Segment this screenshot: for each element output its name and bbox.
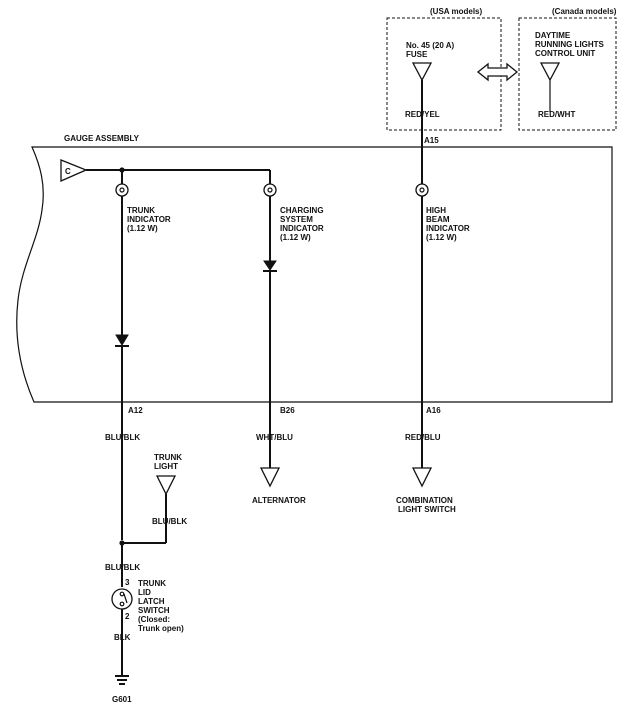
highbeam-indicator-line4: (1.12 W): [426, 233, 457, 242]
canada-wire-color: RED/WHT: [538, 110, 575, 119]
canada-models-header: (Canada models): [552, 7, 617, 16]
pin-b26: B26: [280, 406, 295, 415]
alternator-terminal-icon: [259, 467, 281, 488]
connector-c-icon: [60, 159, 88, 182]
wire-wht-blu: WHT/BLU: [256, 433, 293, 442]
ground-icon: [115, 675, 129, 685]
trunk-light-line1: TRUNK: [154, 453, 182, 462]
charging-indicator-bulb-icon: [263, 183, 277, 197]
combination-switch-line1: COMBINATION: [396, 496, 453, 505]
highbeam-indicator-line1: HIGH: [426, 206, 446, 215]
usa-models-header: (USA models): [430, 7, 482, 16]
charging-indicator-line4: (1.12 W): [280, 233, 311, 242]
wire-blu-blk-trunk-light: BLU/BLK: [152, 517, 187, 526]
trunk-diode-icon: [115, 334, 129, 346]
gauge-assembly-title: GAUGE ASSEMBLY: [64, 134, 140, 143]
drl-unit-line1: DAYTIME: [535, 31, 571, 40]
wire-blk: BLK: [114, 633, 131, 642]
gauge-assembly: GAUGE ASSEMBLY A15 A12 B26 A16: [16, 134, 613, 415]
latch-pin-2: 2: [125, 612, 130, 621]
trunk-indicator-line2: INDICATOR: [127, 215, 171, 224]
fuse-label-line1: No. 45 (20 A): [406, 41, 454, 50]
trunk-indicator-line1: TRUNK: [127, 206, 155, 215]
charging-indicator-line1: CHARGING: [280, 206, 324, 215]
drl-unit-line2: RUNNING LIGHTS: [535, 40, 605, 49]
either-or-arrow-icon: [476, 62, 519, 82]
highbeam-indicator-bulb-icon: [415, 183, 429, 197]
connector-c-label: C: [65, 167, 71, 176]
charging-indicator-line3: INDICATOR: [280, 224, 324, 233]
combination-switch-line2: LIGHT SWITCH: [398, 505, 456, 514]
fuse-terminal-icon: [411, 62, 433, 82]
charging-indicator-line2: SYSTEM: [280, 215, 313, 224]
highbeam-indicator-line2: BEAM: [426, 215, 450, 224]
wire-red-blu: RED/BLU: [405, 433, 441, 442]
wire-blu-blk-upper: BLU/BLK: [105, 433, 140, 442]
trunk-light-terminal-icon: [155, 475, 177, 496]
canada-models-box: (Canada models) DAYTIME RUNNING LIGHTS C…: [518, 7, 617, 131]
trunk-light-line2: LIGHT: [154, 462, 178, 471]
alternator-label: ALTERNATOR: [252, 496, 306, 505]
pin-a15: A15: [424, 136, 439, 145]
drl-unit-line3: CONTROL UNIT: [535, 49, 595, 58]
wire-blu-blk-lower: BLU/BLK: [105, 563, 140, 572]
latch-switch-line6: Trunk open): [138, 624, 184, 633]
fuse-label-line2: FUSE: [406, 50, 428, 59]
pin-a12: A12: [128, 406, 143, 415]
gauge-assembly-outline: [16, 146, 613, 403]
drl-terminal-icon: [539, 62, 561, 82]
pin-a16: A16: [426, 406, 441, 415]
latch-pin-3: 3: [125, 578, 130, 587]
highbeam-indicator-line3: INDICATOR: [426, 224, 470, 233]
combination-switch-terminal-icon: [411, 467, 433, 488]
charging-diode-icon: [263, 260, 277, 271]
latch-switch-line4: SWITCH: [138, 606, 170, 615]
latch-switch-line1: TRUNK: [138, 579, 166, 588]
latch-switch-line5: (Closed:: [138, 615, 170, 624]
latch-switch-line3: LATCH: [138, 597, 165, 606]
ground-label: G601: [112, 695, 132, 704]
trunk-indicator-bulb-icon: [115, 183, 129, 197]
trunk-indicator-line3: (1.12 W): [127, 224, 158, 233]
latch-switch-line2: LID: [138, 588, 151, 597]
